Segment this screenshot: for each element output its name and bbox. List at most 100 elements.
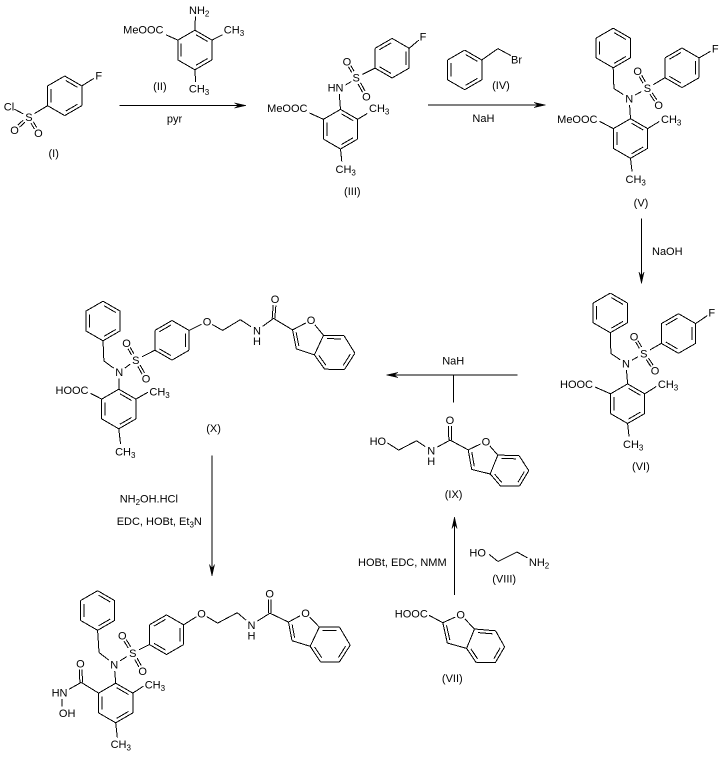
bond xyxy=(681,77,700,89)
bond xyxy=(64,75,83,87)
bond xyxy=(165,34,179,41)
bond xyxy=(340,148,343,162)
bond xyxy=(664,77,683,89)
bond xyxy=(19,121,26,128)
bond xyxy=(309,626,320,647)
bond xyxy=(613,147,631,159)
bond xyxy=(114,670,117,684)
bond xyxy=(269,612,289,623)
atom-label-ch3: CH3 xyxy=(623,439,644,453)
bond xyxy=(465,77,478,86)
bond xyxy=(222,319,241,331)
bond xyxy=(257,612,271,622)
atom-label-meooc: MeOOC xyxy=(267,103,307,115)
bond xyxy=(626,370,629,384)
atom-label-ch3-part: 3 xyxy=(677,119,682,128)
bond xyxy=(635,341,640,349)
bond xyxy=(465,54,478,62)
bond xyxy=(416,440,426,448)
bond xyxy=(641,74,646,83)
bond xyxy=(80,619,98,631)
bond xyxy=(630,118,648,130)
bond xyxy=(127,348,132,356)
bond xyxy=(194,69,197,83)
compound-label-ix: (IX) xyxy=(445,489,463,501)
bond xyxy=(610,353,621,361)
arrow-step5-bonds xyxy=(209,455,215,577)
compound-V: N S O O F MeOOC CH3 CH3 (V) xyxy=(557,27,719,210)
atom-label-ch3-part: 3 xyxy=(674,384,679,393)
reagent-nah-2: NaH xyxy=(442,356,464,368)
atom-label-ch3-part: CH xyxy=(661,114,677,126)
bond xyxy=(119,417,132,425)
bond xyxy=(177,29,196,41)
bond xyxy=(467,449,473,470)
bond xyxy=(47,105,65,117)
bond xyxy=(313,354,326,370)
atom-label-n: N xyxy=(110,659,118,671)
bond xyxy=(698,50,711,59)
bond xyxy=(80,590,98,602)
atom-label-ch3-part: CH xyxy=(224,24,240,36)
compound-label-v: (V) xyxy=(634,198,649,210)
atom-label-o-ether: O xyxy=(197,609,206,621)
bond xyxy=(274,305,277,319)
bond xyxy=(90,392,102,400)
bond xyxy=(119,393,132,401)
bond xyxy=(154,349,173,361)
bond xyxy=(629,104,631,119)
bond xyxy=(342,353,351,366)
bond xyxy=(638,76,644,84)
bond xyxy=(648,357,654,366)
bond xyxy=(631,122,644,131)
bond xyxy=(211,324,223,331)
atom-label-ch3: CH3 xyxy=(626,174,647,188)
atom-label-ch3-part: CH xyxy=(626,174,642,186)
bond xyxy=(437,439,451,448)
bond xyxy=(678,313,696,325)
atom-label-ch3: CH3 xyxy=(149,387,170,401)
atom-label-ch3-part: CH xyxy=(111,739,127,751)
bond xyxy=(661,313,679,325)
bond xyxy=(124,363,131,369)
bond xyxy=(653,77,666,86)
atom-label-ch3-part: CH xyxy=(189,84,205,96)
bond xyxy=(323,108,341,120)
bond xyxy=(166,614,184,626)
bond xyxy=(665,317,678,326)
bond xyxy=(177,59,196,71)
atom-label-n-amide: N xyxy=(427,445,435,457)
atom-label-o: O xyxy=(138,666,147,678)
arrow-step3-bonds xyxy=(638,218,645,284)
atom-label-s: S xyxy=(640,348,647,360)
bond xyxy=(631,356,639,361)
bond xyxy=(340,108,358,120)
bond xyxy=(348,66,353,73)
bond xyxy=(98,652,110,661)
bond xyxy=(81,669,83,683)
bond xyxy=(32,121,38,128)
compound-label-iii: (III) xyxy=(344,186,361,198)
bond xyxy=(374,67,393,79)
reagent-nh2oh-hcl: NH2OH.HCl xyxy=(120,494,178,508)
bond xyxy=(644,386,657,395)
bond xyxy=(115,682,134,694)
bond xyxy=(595,27,614,39)
compound-XI-bonds xyxy=(61,590,351,738)
bond xyxy=(609,332,612,354)
atom-label-o: O xyxy=(630,332,639,344)
atom-label-ch3: CH3 xyxy=(115,447,136,461)
bond xyxy=(116,687,129,695)
bond xyxy=(695,315,708,325)
compound-X-bonds xyxy=(85,300,356,444)
arrowhead xyxy=(638,271,645,284)
reagent-edc-hobt-et3n-part: EDC, HOBt, Et xyxy=(117,516,190,528)
atom-label-hn: HN xyxy=(328,83,344,95)
reagent-edc-hobt-et3n-part: 3 xyxy=(189,521,194,530)
atom-label-n: N xyxy=(625,93,633,105)
bond xyxy=(345,81,352,86)
atom-label-s: S xyxy=(353,73,360,85)
bond xyxy=(610,383,628,395)
arrow-step6-bonds xyxy=(451,516,458,595)
bond xyxy=(65,103,78,112)
